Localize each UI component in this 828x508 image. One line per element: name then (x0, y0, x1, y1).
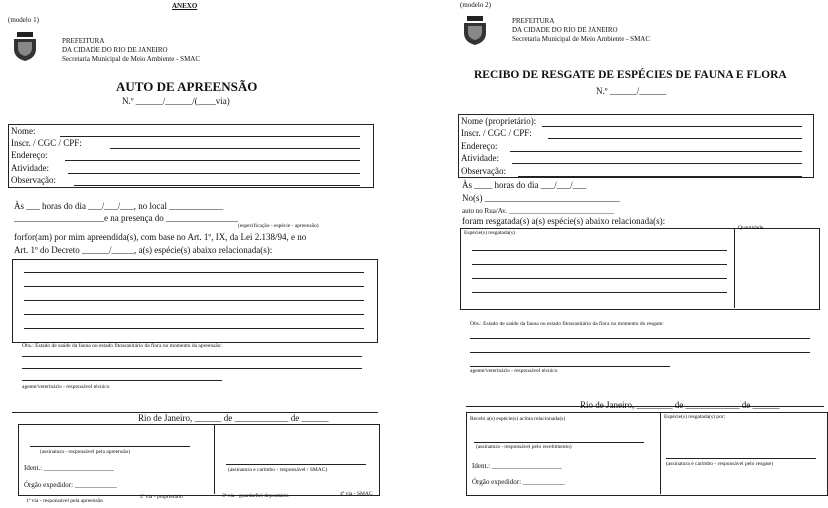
signature-smac-label: (assinatura e carimbo - responsável / SM… (228, 467, 328, 473)
ident-field: Ident.: ____________________ (24, 464, 114, 472)
statement-line-2: No(s) ______________________________ (462, 193, 620, 203)
identification-box (8, 124, 374, 188)
signature-rescuer-label: (assinatura e carimbo - responsável pelo… (666, 461, 774, 467)
footer-via-1: 1ª via - responsável pela apreensão (26, 498, 103, 504)
header-city: DA CIDADE DO RIO DE JANEIRO (512, 26, 618, 34)
field-endereco: Endereço: (461, 141, 498, 151)
observation-label: Obs.: Estado de saúde da fauna ou estado… (470, 321, 664, 327)
technical-responsible-label: agente/veterinário - responsável técnico (470, 368, 558, 374)
statement-line-3: auto no Rua/Av. ________________________… (462, 207, 614, 215)
ident-field: Ident.: ____________________ (472, 462, 562, 470)
footer-via-4: 4ª via - SMAC (340, 491, 373, 497)
statement-line-1: Às ___ horas do dia ___/___/___, no loca… (14, 201, 224, 211)
field-nome: Nome (proprietário): (461, 116, 537, 126)
header-city: DA CIDADE DO RIO DE JANEIRO (62, 46, 168, 54)
signature-seizure-label: (assinatura - responsável pela apreensão… (40, 449, 131, 455)
field-atividade: Atividade: (11, 163, 49, 173)
species-list-box (12, 259, 378, 343)
document-number: N.º ______/______/(____via) (122, 96, 230, 106)
statement-line-3: forfor(am) por mim apreendida(s), com ba… (14, 232, 307, 242)
modelo-label: (modelo 2) (460, 1, 491, 9)
field-nome: Nome: (11, 126, 36, 136)
field-atividade: Atividade: (461, 153, 499, 163)
technical-responsible-label: agente/veterinário - responsável técnico (22, 384, 110, 390)
rescued-by-label: Espécie(s) resgatada(s) por: (664, 414, 726, 420)
signature-receiver-label: (assinatura - responsável pelo recebimen… (476, 444, 572, 450)
date-line: Rio de Janeiro, ______ de ____________ d… (138, 413, 329, 423)
statement-line-4: foram resgatada(s) a(s) espécie(s) abaix… (462, 216, 666, 226)
received-label: Recebi a(s) espécie(s) acima relacionada… (470, 416, 566, 422)
statement-line-1: Às ____ horas do dia ___/___/___ (462, 180, 587, 190)
orgao-field: Órgão expedidor: ____________ (24, 481, 117, 489)
field-inscricao: Inscr. / CGC / CPF: (461, 128, 532, 138)
header-prefeitura: PREFEITURA (62, 37, 105, 45)
identification-box (458, 114, 814, 178)
left-document: ANEXO (modelo 1) PREFEITURA DA CIDADE DO… (8, 2, 380, 504)
species-table (460, 228, 820, 310)
field-endereco: Endereço: (11, 150, 48, 160)
signature-box (18, 424, 380, 496)
statement-line-2: ____________________e na presença do ___… (14, 213, 238, 223)
right-document: (modelo 2) PREFEITURA DA CIDADE DO RIO D… (414, 0, 828, 508)
footer-via-2: 2ª via - proprietário (140, 494, 183, 500)
observation-label: Obs.: Estado de saúde da fauna ou estado… (22, 343, 222, 349)
statement-line-4: Art. 1º do Decreto ______/_____, a(s) es… (14, 245, 273, 255)
page-title: AUTO DE APREENSÃO (116, 79, 258, 94)
field-observacao: Observação: (11, 175, 56, 185)
anexo-label: ANEXO (172, 2, 198, 10)
field-observacao: Observação: (461, 166, 506, 176)
orgao-field: Órgão expedidor: ____________ (472, 478, 565, 486)
header-secretaria: Secretaria Municipal de Meio Ambiente - … (512, 35, 651, 43)
statement-line-2-caption: (especificação - espécie - apreensão) (238, 223, 319, 229)
document-number: N.º ______/______ (596, 86, 667, 96)
field-inscricao: Inscr. / CGC / CPF: (11, 138, 82, 148)
city-crest-icon (14, 32, 36, 61)
species-column-header: Espécie(s) resgatada(s) (464, 230, 515, 236)
date-line: Rio de Janeiro, ________ de ____________… (580, 400, 780, 410)
page-title: RECIBO DE RESGATE DE ESPÉCIES DE FAUNA E… (474, 69, 787, 81)
footer-via-3: 3ª via - guarda/fiel depositário (222, 493, 289, 499)
header-secretaria: Secretaria Municipal de Meio Ambiente - … (62, 55, 201, 63)
quantity-column-header: Quantidade (738, 225, 764, 231)
header-prefeitura: PREFEITURA (512, 17, 555, 25)
city-crest-icon (464, 16, 486, 45)
modelo-label: (modelo 1) (8, 16, 39, 24)
